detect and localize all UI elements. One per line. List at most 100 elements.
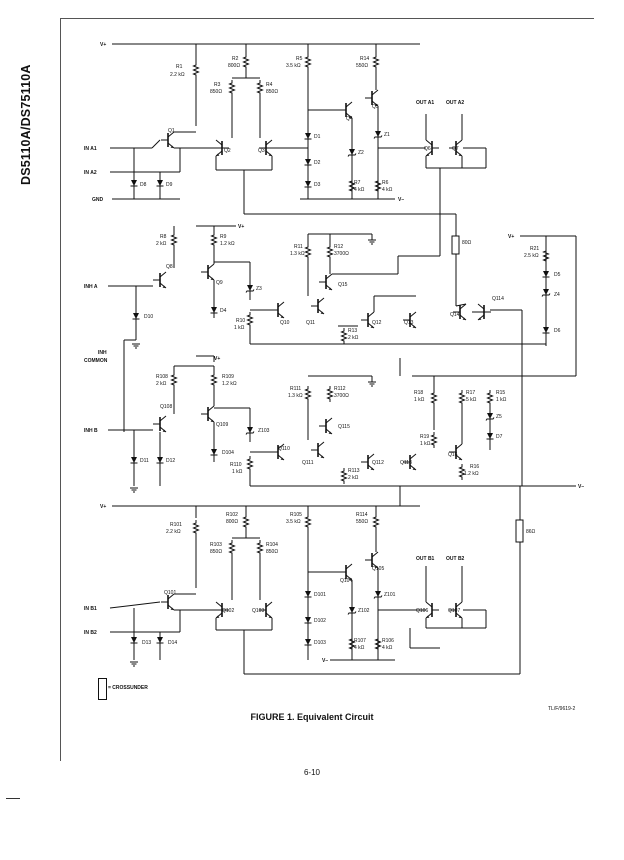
inhibit-b-section bbox=[108, 355, 576, 493]
vplus-label-right: V+ bbox=[508, 234, 514, 240]
r9-label: R9 bbox=[220, 234, 227, 240]
r7-value: 4 kΩ bbox=[354, 187, 365, 193]
q102-label: Q102 bbox=[222, 608, 234, 614]
r104-label: R104 bbox=[266, 542, 278, 548]
d10-label: D10 bbox=[144, 314, 153, 320]
r4-value: 850Ω bbox=[266, 89, 278, 95]
d9-label: D9 bbox=[166, 182, 173, 188]
d4-label: D4 bbox=[220, 308, 227, 314]
r13-label: R13 bbox=[348, 328, 357, 334]
r10-value: 1 kΩ bbox=[234, 325, 245, 331]
r14-label: R14 bbox=[360, 56, 369, 62]
r4-label: R4 bbox=[266, 82, 273, 88]
figure-caption: FIGURE 1. Equivalent Circuit bbox=[250, 712, 374, 722]
inhibit-a-section bbox=[108, 214, 577, 486]
r111-value: 1.3 kΩ bbox=[288, 393, 303, 399]
r114-value: 550Ω bbox=[356, 519, 368, 525]
out-b2-label: OUT B2 bbox=[446, 556, 465, 562]
r1-label: R1 bbox=[176, 64, 183, 70]
r108-value: 2 kΩ bbox=[156, 381, 167, 387]
r102-label: R102 bbox=[226, 512, 238, 518]
r110-value: 1 kΩ bbox=[232, 469, 243, 475]
r105-label: R105 bbox=[290, 512, 302, 518]
r9-value: 1.2 kΩ bbox=[220, 241, 235, 247]
q9-label: Q9 bbox=[216, 280, 223, 286]
d103-label: D103 bbox=[314, 640, 326, 646]
r16-label: R16 bbox=[470, 464, 479, 470]
r6-value: 4 kΩ bbox=[382, 187, 393, 193]
r16-value: 1.2 kΩ bbox=[464, 471, 479, 477]
q115-label: Q115 bbox=[338, 424, 350, 430]
r19-value: 1 kΩ bbox=[420, 441, 431, 447]
q16-label: Q16 bbox=[448, 452, 458, 458]
r21-value: 2.5 kΩ bbox=[524, 253, 539, 259]
q15-label: Q15 bbox=[338, 282, 348, 288]
r104-value: 850Ω bbox=[266, 549, 278, 555]
r11-label: R11 bbox=[294, 244, 303, 250]
inh-common-label-2: COMMON bbox=[84, 358, 108, 364]
vplus-label-inh-a: V+ bbox=[238, 224, 244, 230]
r21-label: R21 bbox=[530, 246, 539, 252]
r107-value: 4 kΩ bbox=[354, 645, 365, 651]
r113-value: 2 kΩ bbox=[348, 475, 359, 481]
q101-label: Q101 bbox=[164, 590, 176, 596]
d7-label: D7 bbox=[496, 434, 503, 440]
q107-label: Q107 bbox=[448, 608, 460, 614]
r2-label: R2 bbox=[232, 56, 239, 62]
z4-label: Z4 bbox=[554, 292, 560, 298]
r3-value: 850Ω bbox=[210, 89, 222, 95]
gnd-label: GND bbox=[92, 197, 104, 203]
r109-value: 1.2 kΩ bbox=[222, 381, 237, 387]
z2-label: Z2 bbox=[358, 150, 364, 156]
r8-value: 2 kΩ bbox=[156, 241, 167, 247]
d6-label: D6 bbox=[554, 328, 561, 334]
schematic-labels: V+ IN A1 IN A2 GND V− R1 2.2 kΩ R2 800Ω … bbox=[84, 42, 584, 664]
q11-label: Q11 bbox=[306, 320, 315, 326]
q5-label: Q5 bbox=[372, 104, 379, 110]
r86-label: 86Ω bbox=[526, 529, 536, 535]
q110-label: Q110 bbox=[278, 446, 290, 452]
r112-label: R112 bbox=[334, 386, 346, 392]
d12-label: D12 bbox=[166, 458, 175, 464]
d14-label: D14 bbox=[168, 640, 177, 646]
r18-value: 1 kΩ bbox=[414, 397, 425, 403]
r103-value: 850Ω bbox=[210, 549, 222, 555]
z101-label: Z101 bbox=[384, 592, 396, 598]
q104-label: Q104 bbox=[340, 578, 352, 584]
r13-value: 2 kΩ bbox=[348, 335, 359, 341]
r11-value: 1.3 kΩ bbox=[290, 251, 305, 257]
r12-label: R12 bbox=[334, 244, 343, 250]
in-a1-label: IN A1 bbox=[84, 146, 97, 152]
r14-value: 550Ω bbox=[356, 63, 368, 69]
out-b1-label: OUT B1 bbox=[416, 556, 435, 562]
r5-label: R5 bbox=[296, 56, 303, 62]
q112-label: Q112 bbox=[372, 460, 384, 466]
r102-value: 800Ω bbox=[226, 519, 238, 525]
q1-label: Q1 bbox=[168, 128, 175, 134]
d3-label: D3 bbox=[314, 182, 321, 188]
page-number: 6-10 bbox=[303, 768, 320, 777]
vplus-label-inh-b: V+ bbox=[214, 356, 220, 362]
driver-b-section bbox=[109, 486, 524, 675]
crossunder-legend-text: = CROSSUNDER bbox=[108, 685, 148, 691]
q14-label: Q14 bbox=[450, 312, 460, 318]
d13-label: D13 bbox=[142, 640, 151, 646]
r3-label: R3 bbox=[214, 82, 221, 88]
q114-label: Q114 bbox=[492, 296, 504, 302]
r101-label: R101 bbox=[170, 522, 182, 528]
d8-label: D8 bbox=[140, 182, 147, 188]
r12-value: 3700Ω bbox=[334, 251, 349, 257]
d2-label: D2 bbox=[314, 160, 321, 166]
q12-label: Q12 bbox=[372, 320, 382, 326]
in-b2-label: IN B2 bbox=[84, 630, 97, 636]
q7-label: Q7 bbox=[452, 146, 459, 152]
q113-label: Q113 bbox=[400, 460, 412, 466]
r17-value: 5 kΩ bbox=[466, 397, 477, 403]
r18-label: R18 bbox=[414, 390, 423, 396]
out-a2-label: OUT A2 bbox=[446, 100, 464, 106]
r111-label: R111 bbox=[290, 386, 301, 392]
d104-label: D104 bbox=[222, 450, 234, 456]
d5-label: D5 bbox=[554, 272, 561, 278]
r112-value: 3700Ω bbox=[334, 393, 349, 399]
inh-b-label: INH B bbox=[84, 428, 98, 434]
